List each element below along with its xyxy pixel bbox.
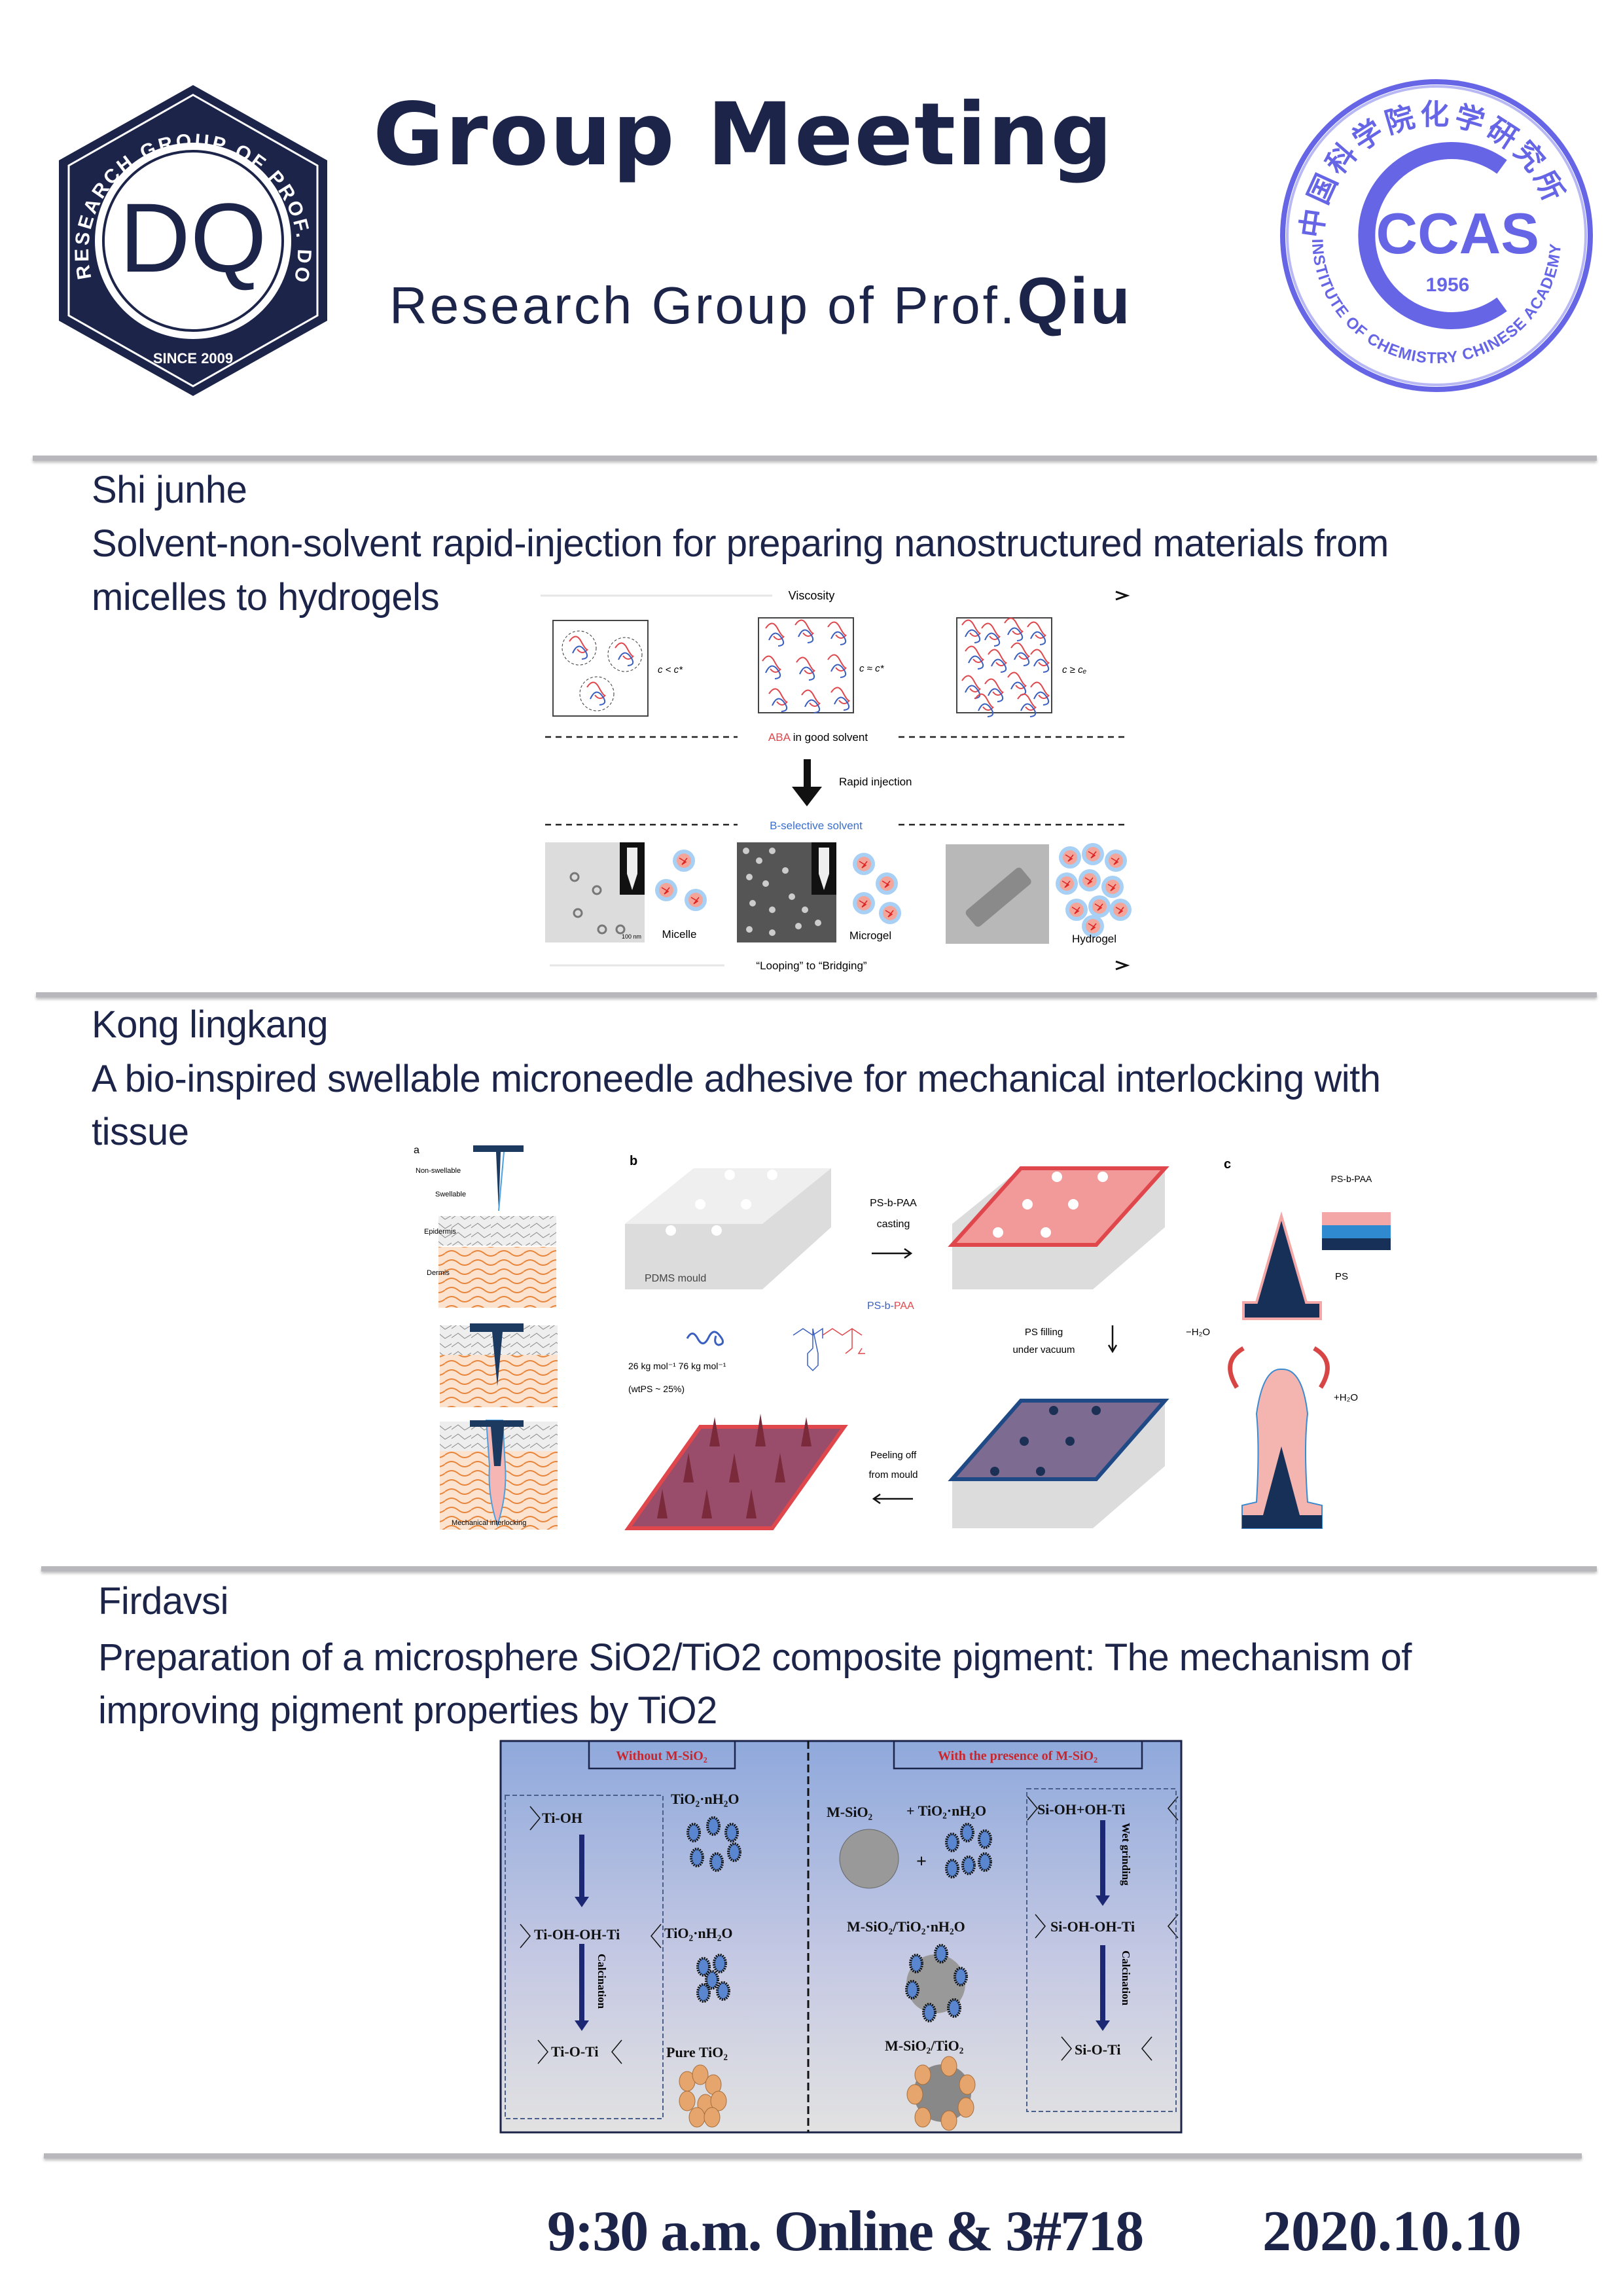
talk-title-line: Solvent-non-solvent rapid-injection for …	[92, 522, 1389, 565]
logo-monogram: DQ	[120, 183, 267, 293]
epidermis-label: Epidermis	[424, 1228, 456, 1236]
talk-title-line: improving pigment properties by TiO2	[98, 1689, 717, 1732]
page-title: Group Meeting	[373, 84, 1114, 185]
molecular-weight-label: 26 kg mol⁻¹ 76 kg mol⁻¹	[628, 1361, 726, 1371]
iccas-acronym: ICCAS	[1360, 201, 1539, 266]
composite-label: M-SiO₂/TiO₂	[885, 2037, 964, 2054]
casting-label: PS-b-PAA	[870, 1198, 917, 1209]
presenter-name: Kong lingkang	[92, 1003, 329, 1046]
b-selective-label: B-selective solvent	[770, 819, 863, 832]
meeting-time-location: 9:30 a.m. Online & 3#718	[547, 2200, 1144, 2263]
calcination-label: Calcination	[1120, 1950, 1132, 2006]
divider	[44, 2153, 1582, 2159]
looping-bridging-label: “Looping” to “Bridging”	[756, 960, 866, 972]
rapid-injection-label: Rapid injection	[839, 776, 912, 788]
concentration-label: c < c*	[658, 664, 683, 675]
composite-hydrate-label: M-SiO₂/TiO₂·nH₂O	[847, 1918, 965, 1935]
weight-fraction-label: (wtPS ~ 25%)	[628, 1384, 685, 1394]
dermis-label: Dermis	[427, 1269, 450, 1277]
ps-label: PS	[1335, 1271, 1348, 1282]
group-logo: RESEARCH GROUP OF PROF. DONG QIU SINCE 2…	[52, 82, 327, 396]
casting-label: casting	[877, 1219, 910, 1230]
down-arrow-icon	[1107, 1325, 1118, 1354]
scale-bar-label: 100 nm	[622, 933, 641, 940]
plus-tio2-label: + TiO₂·nH₂O	[906, 1803, 986, 1819]
divider	[36, 992, 1597, 997]
wet-grinding-label: Wet grinding	[1120, 1823, 1132, 1886]
msio2-sphere	[839, 1829, 899, 1889]
panel-label: c	[1224, 1157, 1231, 1172]
with-msio2-header: With the presence of M-SiO₂	[938, 1749, 1097, 1763]
figure-micelle-to-hydrogel: Viscosity c < c* c ≈ c* c ≥ cₑ ABA in go…	[541, 589, 1132, 972]
pure-tio2-label: Pure TiO₂	[666, 2044, 728, 2060]
meeting-date: 2020.10.10	[1262, 2200, 1522, 2263]
presenter-name: Firdavsi	[98, 1580, 229, 1623]
interlocking-label: Mechanical interlocking	[452, 1519, 526, 1527]
plus-sign: +	[916, 1852, 927, 1872]
talk-title-line: micelles to hydrogels	[92, 576, 440, 619]
hydration-label: +H₂O	[1334, 1392, 1358, 1403]
page-subtitle: Research Group of Prof.Qiu	[389, 268, 1132, 334]
filling-label: PS filling	[1025, 1327, 1063, 1338]
pdms-mould-label: PDMS mould	[645, 1273, 706, 1284]
tio2-hydrate-label: TiO₂·nH₂O	[671, 1791, 740, 1807]
si-oh-plus-oh-ti-label: Si-OH+OH-Ti	[1037, 1801, 1125, 1818]
micelle-label: Micelle	[662, 928, 697, 941]
divider	[33, 456, 1597, 461]
talk-title-line: Preparation of a microsphere SiO2/TiO2 c…	[98, 1636, 1412, 1679]
si-o-ti-label: Si-O-Ti	[1075, 2041, 1121, 2058]
figure-sio2-tio2-mechanism: Without M-SiO₂ With the presence of M-Si…	[499, 1740, 1183, 2134]
peeling-label: from mould	[868, 1469, 918, 1480]
msio2-label: M-SiO₂	[827, 1804, 873, 1820]
subtitle-name: Qiu	[1017, 264, 1132, 338]
filling-label: under vacuum	[1012, 1344, 1075, 1355]
microgel-label: Microgel	[849, 929, 891, 942]
dehydration-label: −H₂O	[1186, 1327, 1210, 1338]
swellable-label: Swellable	[435, 1191, 466, 1198]
down-arrow-icon	[575, 1820, 1110, 2031]
presenter-name: Shi junhe	[92, 469, 247, 511]
subtitle-prefix: Research Group of Prof.	[389, 276, 1018, 334]
without-msio2-header: Without M-SiO₂	[616, 1749, 707, 1763]
ps-b-paa-label: PS-b-PAA	[1331, 1174, 1372, 1184]
peeling-label: Peeling off	[870, 1450, 917, 1461]
dilute-box	[552, 620, 649, 717]
down-arrow-icon	[792, 787, 822, 806]
ti-o-ti-label: Ti-O-Ti	[551, 2043, 599, 2060]
left-arrow-icon	[872, 1493, 913, 1505]
iccas-logo: 中国科学院化学研究所 INSTITUTE OF CHEMISTRY CHINES…	[1276, 75, 1593, 392]
non-swellable-label: Non-swellable	[416, 1167, 461, 1175]
logo-since-text: SINCE 2009	[153, 350, 233, 367]
iccas-year: 1956	[1426, 274, 1470, 296]
concentration-label: c ≈ c*	[859, 663, 885, 674]
aba-label: ABA in good solvent	[768, 731, 868, 744]
ti-oh-oh-ti-label: Ti-OH-OH-Ti	[534, 1926, 620, 1943]
calcination-label: Calcination	[596, 1954, 608, 2009]
si-oh-oh-ti-label: Si-OH-OH-Ti	[1050, 1918, 1135, 1935]
hydrogel-label: Hydrogel	[1072, 933, 1116, 945]
ti-oh-label: Ti-OH	[542, 1810, 582, 1826]
talk-title-line: tissue	[92, 1111, 189, 1153]
talk-title-line: A bio-inspired swellable microneedle adh…	[92, 1058, 1381, 1100]
right-arrow-icon	[872, 1247, 913, 1259]
divider	[41, 1566, 1597, 1571]
panel-label: b	[630, 1154, 637, 1168]
viscosity-label: Viscosity	[789, 589, 835, 602]
tio2-hydrate-label: TiO₂·nH₂O	[664, 1925, 733, 1941]
ps-b-paa-label: PS-b-PAA	[867, 1300, 914, 1312]
panel-label: a	[414, 1145, 419, 1156]
concentration-label: c ≥ cₑ	[1062, 664, 1087, 675]
figure-microneedle: a Non-swellable Swellable Epidermis Derm…	[414, 1145, 1391, 1530]
